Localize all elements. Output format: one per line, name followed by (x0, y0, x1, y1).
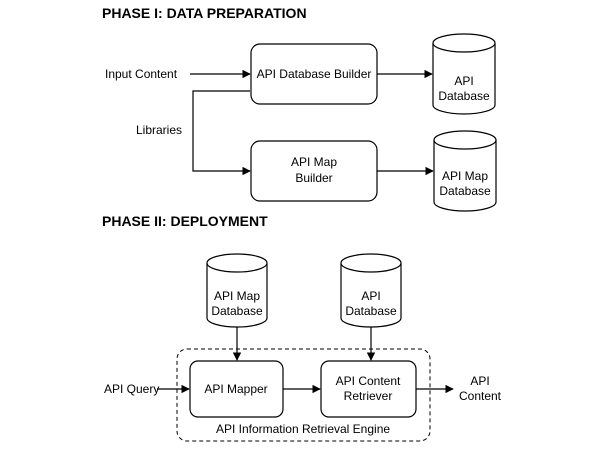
api-query-label: API Query (104, 382, 159, 396)
deploy-api-map-database-cylinder: API Map Database (206, 253, 268, 328)
api-database-builder-label: API Database Builder (257, 67, 372, 81)
input-content-label: Input Content (105, 67, 178, 81)
phase2-title: PHASE II: DEPLOYMENT (102, 213, 268, 229)
deploy-api-map-database-label-1: API Map (214, 289, 260, 303)
api-map-database-cylinder: API Map Database (433, 130, 497, 212)
api-database-label-1: API (454, 74, 473, 88)
api-content-retriever-label-1: API Content (336, 374, 401, 388)
deploy-api-database-cylinder: API Database (340, 253, 402, 328)
api-content-label-1: API (470, 374, 489, 388)
api-content-retriever-label-2: Retriever (344, 389, 393, 403)
libraries-arrow (192, 90, 251, 176)
deploy-api-database-label-2: Database (345, 304, 397, 318)
phase1-title: PHASE I: DATA PREPARATION (102, 5, 307, 21)
deploy-api-database-label-1: API (361, 289, 380, 303)
api-content-label-2: Content (459, 389, 502, 403)
api-mapper-label: API Mapper (204, 382, 267, 396)
api-map-builder-label-2: Builder (295, 171, 332, 185)
api-database-cylinder: API Database (432, 33, 496, 115)
api-map-database-label-1: API Map (442, 169, 488, 183)
deploy-api-map-database-label-2: Database (211, 304, 263, 318)
api-map-builder-label-1: API Map (291, 155, 337, 169)
api-map-database-label-2: Database (439, 184, 491, 198)
libraries-label: Libraries (136, 123, 182, 137)
engine-label: API Information Retrieval Engine (216, 422, 390, 436)
api-database-label-2: Database (438, 89, 490, 103)
